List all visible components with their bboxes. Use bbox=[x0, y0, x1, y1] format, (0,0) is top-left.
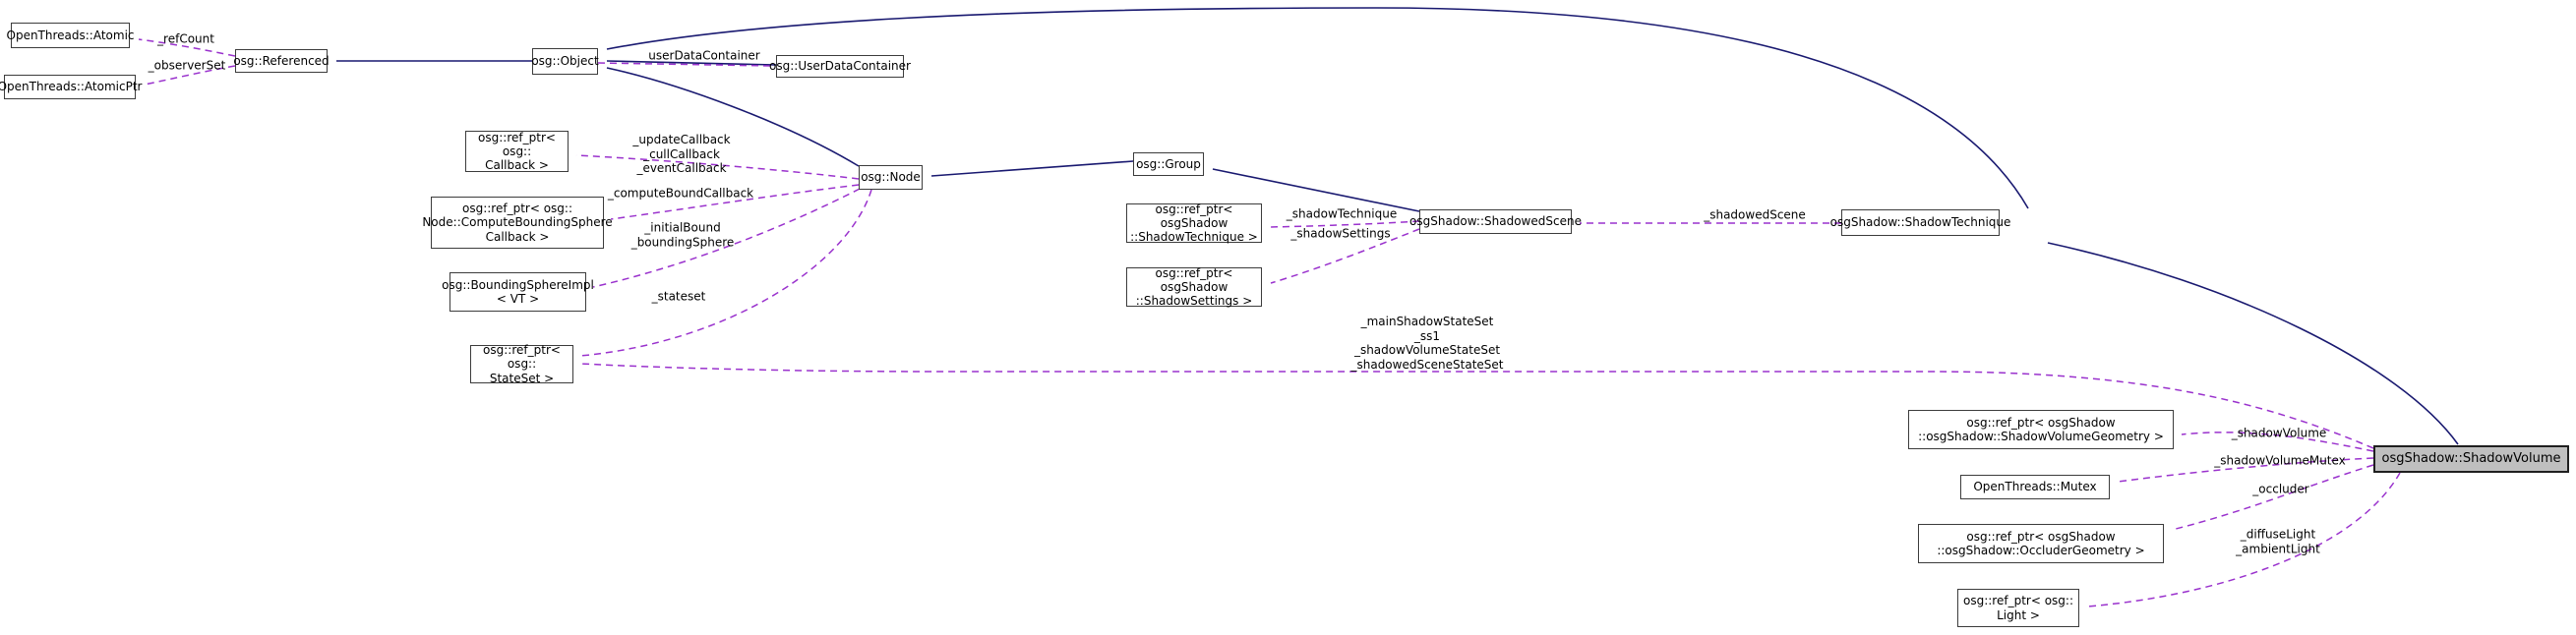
edge-shadowvolume-to-shadowtechnique bbox=[2047, 242, 2459, 445]
edge-userdatacontainer-to-object bbox=[606, 60, 777, 66]
node-osg-node[interactable]: osg::Node bbox=[859, 165, 923, 190]
edge-shadowvolume-to-refptr-shadowvolumegeometry bbox=[2181, 432, 2374, 452]
edge-node-to-refptr-callback bbox=[575, 154, 860, 180]
node-openthreads-atomicptr[interactable]: OpenThreads::AtomicPtr bbox=[0, 75, 142, 99]
node-osgshadow-shadowedscene[interactable]: osgShadow::ShadowedScene bbox=[1409, 209, 1582, 234]
edge-shadowedscene-to-group bbox=[1212, 168, 1420, 212]
node-openthreads-atomic[interactable]: OpenThreads::Atomic bbox=[7, 23, 135, 48]
edge-node-to-boundingsphereimpl bbox=[592, 188, 861, 288]
edge-shadowedscene-to-refptr-shadowsettings bbox=[1270, 228, 1420, 284]
edge-shadowedscene-to-refptr-shadowtechnique bbox=[1268, 220, 1420, 228]
node-osg-boundingsphereimpl[interactable]: osg::BoundingSphereImpl < VT > bbox=[442, 272, 594, 312]
node-ref-ptr-light[interactable]: osg::ref_ptr< osg:: Light > bbox=[1957, 589, 2079, 627]
edge-group-to-node bbox=[930, 160, 1134, 177]
node-osg-userdatacontainer[interactable]: osg::UserDataContainer bbox=[769, 55, 911, 78]
node-ref-ptr-shadowtechnique[interactable]: osg::ref_ptr< osgShadow ::ShadowTechniqu… bbox=[1126, 202, 1262, 244]
edge-object-to-userdatacontainer bbox=[597, 62, 772, 67]
node-osg-referenced[interactable]: osg::Referenced bbox=[233, 49, 329, 73]
edge-shadowvolume-to-refptr-stateset bbox=[580, 363, 2374, 449]
edge-shadowtechnique-to-object bbox=[606, 7, 2029, 209]
node-ref-ptr-occludergeometry[interactable]: osg::ref_ptr< osgShadow ::osgShadow::Occ… bbox=[1918, 524, 2164, 563]
edge-shadowvolume-to-refptr-light bbox=[2086, 472, 2401, 607]
node-osg-group[interactable]: osg::Group bbox=[1133, 152, 1204, 176]
node-ref-ptr-stateset[interactable]: osg::ref_ptr< osg:: StateSet > bbox=[470, 343, 573, 385]
edge-node-to-object bbox=[606, 67, 860, 167]
edge-referenced-to-atomicptr bbox=[144, 65, 236, 86]
edge-node-to-refptr-computeboundingspherecallback bbox=[610, 184, 860, 220]
node-osg-object[interactable]: osg::Object bbox=[531, 48, 599, 75]
node-ref-ptr-shadowsettings[interactable]: osg::ref_ptr< osgShadow ::ShadowSettings… bbox=[1126, 266, 1262, 308]
node-ref-ptr-callback[interactable]: osg::ref_ptr< osg:: Callback > bbox=[465, 131, 569, 172]
edge-shadowvolume-to-refptr-occludergeometry bbox=[2171, 464, 2374, 531]
edge-referenced-to-atomic bbox=[138, 38, 236, 57]
edge-node-to-refptr-stateset bbox=[579, 189, 872, 357]
node-osgshadow-shadowvolume[interactable]: osgShadow::ShadowVolume bbox=[2373, 445, 2569, 473]
node-osgshadow-shadowtechnique[interactable]: osgShadow::ShadowTechnique bbox=[1830, 209, 2010, 236]
node-ref-ptr-computeboundingspherecallback[interactable]: osg::ref_ptr< osg:: Node::ComputeBoundin… bbox=[422, 197, 613, 249]
node-ref-ptr-shadowvolumegeometry[interactable]: osg::ref_ptr< osgShadow ::osgShadow::Sha… bbox=[1908, 410, 2174, 449]
node-openthreads-mutex[interactable]: OpenThreads::Mutex bbox=[1960, 475, 2110, 499]
edge-shadowvolume-to-mutex bbox=[2117, 457, 2374, 483]
